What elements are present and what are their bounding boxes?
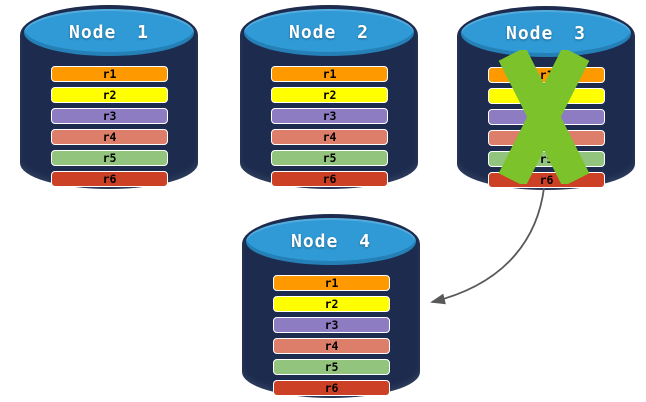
node-4-row-list: r1 r2 r3 r4 r5 r6 bbox=[273, 275, 390, 401]
node-4: Node 4 r1 r2 r3 r4 r5 r6 bbox=[242, 214, 420, 398]
replica-row-r5: r5 bbox=[271, 150, 388, 166]
node-4-cylinder-top: Node 4 bbox=[246, 218, 416, 265]
replica-row-r4: r4 bbox=[273, 338, 390, 354]
node-2-row-list: r1 r2 r3 r4 r5 r6 bbox=[271, 66, 388, 192]
node-3-title: Node 3 bbox=[505, 23, 587, 44]
failover-arrow-icon bbox=[430, 187, 545, 305]
replica-row-r5: r5 bbox=[51, 150, 168, 166]
node-2-title: Node 2 bbox=[288, 22, 370, 43]
replica-row-r6: r6 bbox=[273, 380, 390, 396]
replica-row-r1: r1 bbox=[273, 275, 390, 291]
node-1: Node 1 r1 r2 r3 r4 r5 r6 bbox=[20, 5, 198, 189]
replica-row-r2: r2 bbox=[271, 87, 388, 103]
node-1-cylinder-top: Node 1 bbox=[24, 9, 194, 56]
failure-x-icon bbox=[498, 50, 590, 184]
replica-row-r4: r4 bbox=[51, 129, 168, 145]
replica-row-r2: r2 bbox=[273, 296, 390, 312]
replica-row-r3: r3 bbox=[271, 108, 388, 124]
replica-row-r1: r1 bbox=[271, 66, 388, 82]
node-4-title: Node 4 bbox=[290, 231, 372, 252]
replica-row-r5: r5 bbox=[273, 359, 390, 375]
node-1-title: Node 1 bbox=[68, 22, 150, 43]
replica-row-r6: r6 bbox=[271, 171, 388, 187]
node-3-cylinder-top: Node 3 bbox=[461, 10, 631, 57]
node-2-cylinder-top: Node 2 bbox=[244, 9, 414, 56]
replica-row-r6: r6 bbox=[51, 171, 168, 187]
replica-row-r3: r3 bbox=[51, 108, 168, 124]
node-1-row-list: r1 r2 r3 r4 r5 r6 bbox=[51, 66, 168, 192]
replica-row-r2: r2 bbox=[51, 87, 168, 103]
replica-row-r4: r4 bbox=[271, 129, 388, 145]
replica-row-r3: r3 bbox=[273, 317, 390, 333]
node-2: Node 2 r1 r2 r3 r4 r5 r6 bbox=[240, 5, 418, 189]
replica-row-r1: r1 bbox=[51, 66, 168, 82]
